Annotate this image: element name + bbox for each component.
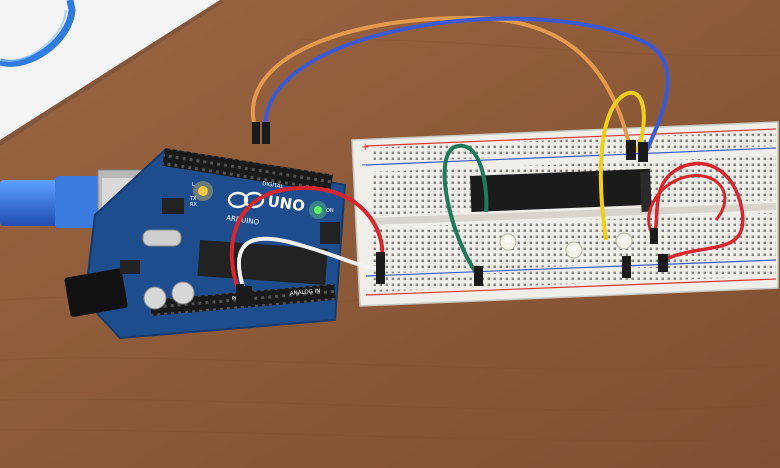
crystal-oscillator bbox=[142, 229, 182, 247]
breadboard-plus-label: + bbox=[361, 142, 369, 153]
red-wire-board bbox=[229, 185, 385, 295]
paper-shadow bbox=[0, 0, 224, 146]
red-wire-loop-1 bbox=[652, 161, 745, 264]
capacitor-1 bbox=[143, 286, 167, 310]
usb-cable bbox=[0, 180, 70, 226]
arduino-logo bbox=[227, 191, 265, 209]
wire-pin-ends bbox=[236, 122, 668, 306]
analog-in-label: ANALOG IN bbox=[290, 288, 321, 297]
led-clear-3 bbox=[615, 232, 633, 250]
blue-wire bbox=[263, 16, 670, 153]
usb-plug-housing bbox=[55, 176, 105, 228]
white-wire bbox=[236, 236, 381, 297]
led-on-green bbox=[314, 206, 322, 214]
red-wire-loop-2 bbox=[647, 174, 727, 235]
rx-label: RX bbox=[190, 202, 197, 208]
dc-power-jack bbox=[64, 268, 128, 317]
capacitor-2 bbox=[171, 281, 195, 305]
led-clear-1 bbox=[499, 233, 517, 251]
tx-label: TX bbox=[189, 196, 197, 202]
board-model-label: UNO bbox=[266, 192, 306, 215]
breadboard-minus-label: − bbox=[361, 160, 369, 171]
on-label: ON bbox=[326, 208, 334, 214]
led-clear-2 bbox=[565, 241, 583, 259]
digital-label: DIGITAL bbox=[262, 181, 285, 190]
led-l-amber bbox=[198, 186, 208, 196]
breadboard-ic bbox=[470, 168, 652, 212]
yellow-wire bbox=[598, 90, 646, 241]
l-label: L bbox=[192, 182, 195, 188]
coiled-usb-cable bbox=[0, 0, 76, 67]
green-wire bbox=[442, 143, 489, 280]
orange-wire bbox=[250, 15, 632, 149]
breadboard-center-channel bbox=[370, 203, 776, 225]
